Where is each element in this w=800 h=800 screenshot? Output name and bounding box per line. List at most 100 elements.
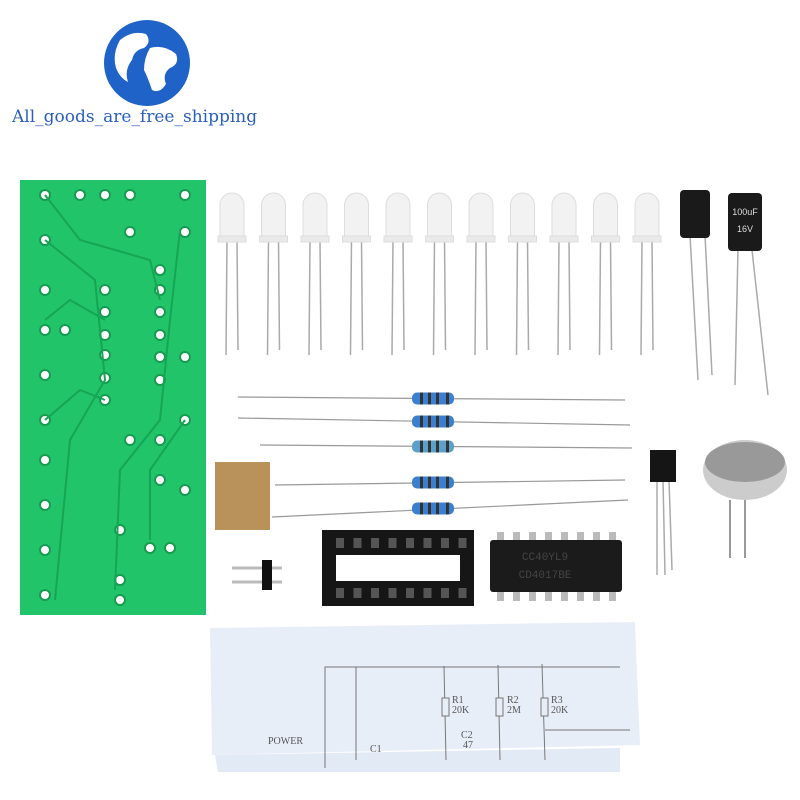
r3-label: R3 xyxy=(551,695,563,706)
ic-pin xyxy=(577,532,584,541)
resistor-group xyxy=(237,392,633,518)
socket-hole xyxy=(371,538,379,548)
r1-value: 20K xyxy=(452,705,470,716)
led xyxy=(300,192,330,356)
pcb-pad xyxy=(114,594,126,606)
socket-hole xyxy=(336,538,344,548)
socket-hole xyxy=(423,538,432,548)
ic-pin xyxy=(529,532,536,541)
pcb-pad xyxy=(59,324,71,336)
pcb-pad xyxy=(144,542,156,554)
ic-pin xyxy=(593,532,600,541)
pcb-pad xyxy=(39,499,51,511)
pcb-pad xyxy=(74,189,86,201)
led xyxy=(383,192,413,356)
power-label: POWER xyxy=(268,736,303,747)
led xyxy=(591,192,620,356)
socket-hole xyxy=(336,588,344,598)
pcb-pad xyxy=(39,454,51,466)
ic-pin xyxy=(513,591,520,601)
ic-socket xyxy=(322,530,474,606)
pcb-pad xyxy=(99,189,111,201)
pcb-pad xyxy=(179,226,191,238)
logo-text: All_goods_are_free_shipping xyxy=(11,107,257,127)
r1-label: R1 xyxy=(452,695,464,706)
socket-hole xyxy=(458,588,467,598)
ic-chip: CC40YL9 CD4017BE xyxy=(490,532,622,601)
pcb-pad xyxy=(154,474,166,486)
adhesive-tape xyxy=(215,462,270,530)
pin-header xyxy=(232,560,282,590)
ic-pin xyxy=(497,591,504,601)
electrolytic-capacitor-labeled: 100uF 16V xyxy=(728,193,769,396)
socket-hole xyxy=(423,588,432,598)
socket-hole xyxy=(441,588,449,598)
ic-pin xyxy=(561,591,568,601)
r2-value: 2M xyxy=(507,705,521,716)
pcb-pad xyxy=(154,329,166,341)
pcb-pad xyxy=(179,484,191,496)
pcb-pad xyxy=(39,324,51,336)
ic-pin xyxy=(593,591,600,601)
socket-hole xyxy=(388,588,397,598)
pcb-pad xyxy=(99,284,111,296)
socket-hole xyxy=(353,538,362,548)
pcb-board xyxy=(20,180,206,615)
transistor xyxy=(650,450,676,576)
socket-hole xyxy=(371,588,379,598)
ic-pin xyxy=(561,532,568,541)
schematic-paper: R1 20K R2 2M R3 20K C2 47 POWER C1 xyxy=(210,622,640,772)
pcb-pad xyxy=(99,306,111,318)
resistor xyxy=(259,440,633,453)
led xyxy=(466,192,496,356)
capacitor-voltage: 16V xyxy=(737,224,753,234)
c1-label: C1 xyxy=(370,744,382,755)
pcb-pad xyxy=(154,264,166,276)
electrolytic-capacitor xyxy=(680,190,713,381)
ic-pin xyxy=(609,532,616,541)
pcb-pad xyxy=(39,369,51,381)
resistor xyxy=(237,392,626,405)
pcb-pad xyxy=(154,351,166,363)
led-group xyxy=(217,192,662,356)
ic-pin xyxy=(545,591,552,601)
pcb-pad xyxy=(164,542,176,554)
pcb-pad xyxy=(124,226,136,238)
microphone xyxy=(703,440,787,558)
pcb-pad xyxy=(154,434,166,446)
socket-hole xyxy=(406,538,414,548)
pcb-pad xyxy=(124,434,136,446)
ic-pin xyxy=(529,591,536,601)
r3-value: 20K xyxy=(551,705,569,716)
pcb-pad xyxy=(124,189,136,201)
pcb-pad xyxy=(154,306,166,318)
socket-hole xyxy=(406,588,414,598)
capacitor-value: 100uF xyxy=(732,207,758,217)
led xyxy=(508,192,537,356)
led xyxy=(259,192,288,356)
ic-pin xyxy=(577,591,584,601)
pcb-pad xyxy=(179,189,191,201)
c2-label: C2 xyxy=(461,730,473,741)
resistor xyxy=(274,476,626,489)
pcb-pad xyxy=(179,351,191,363)
ic-pin xyxy=(609,591,616,601)
pcb-pad xyxy=(39,284,51,296)
r2-label: R2 xyxy=(507,695,519,706)
led xyxy=(632,192,662,356)
globe-logo-icon xyxy=(104,20,190,106)
pcb-pad xyxy=(39,589,51,601)
ic-part-number: CD4017BE xyxy=(519,570,572,582)
ic-pin xyxy=(513,532,520,541)
socket-hole xyxy=(353,588,362,598)
resistor xyxy=(271,499,629,518)
ic-pin xyxy=(497,532,504,541)
socket-hole xyxy=(441,538,449,548)
led xyxy=(342,192,371,356)
pcb-pad xyxy=(39,544,51,556)
led xyxy=(217,192,247,356)
led xyxy=(425,192,454,356)
resistor xyxy=(237,415,631,428)
c2-value: 47 xyxy=(463,740,473,751)
